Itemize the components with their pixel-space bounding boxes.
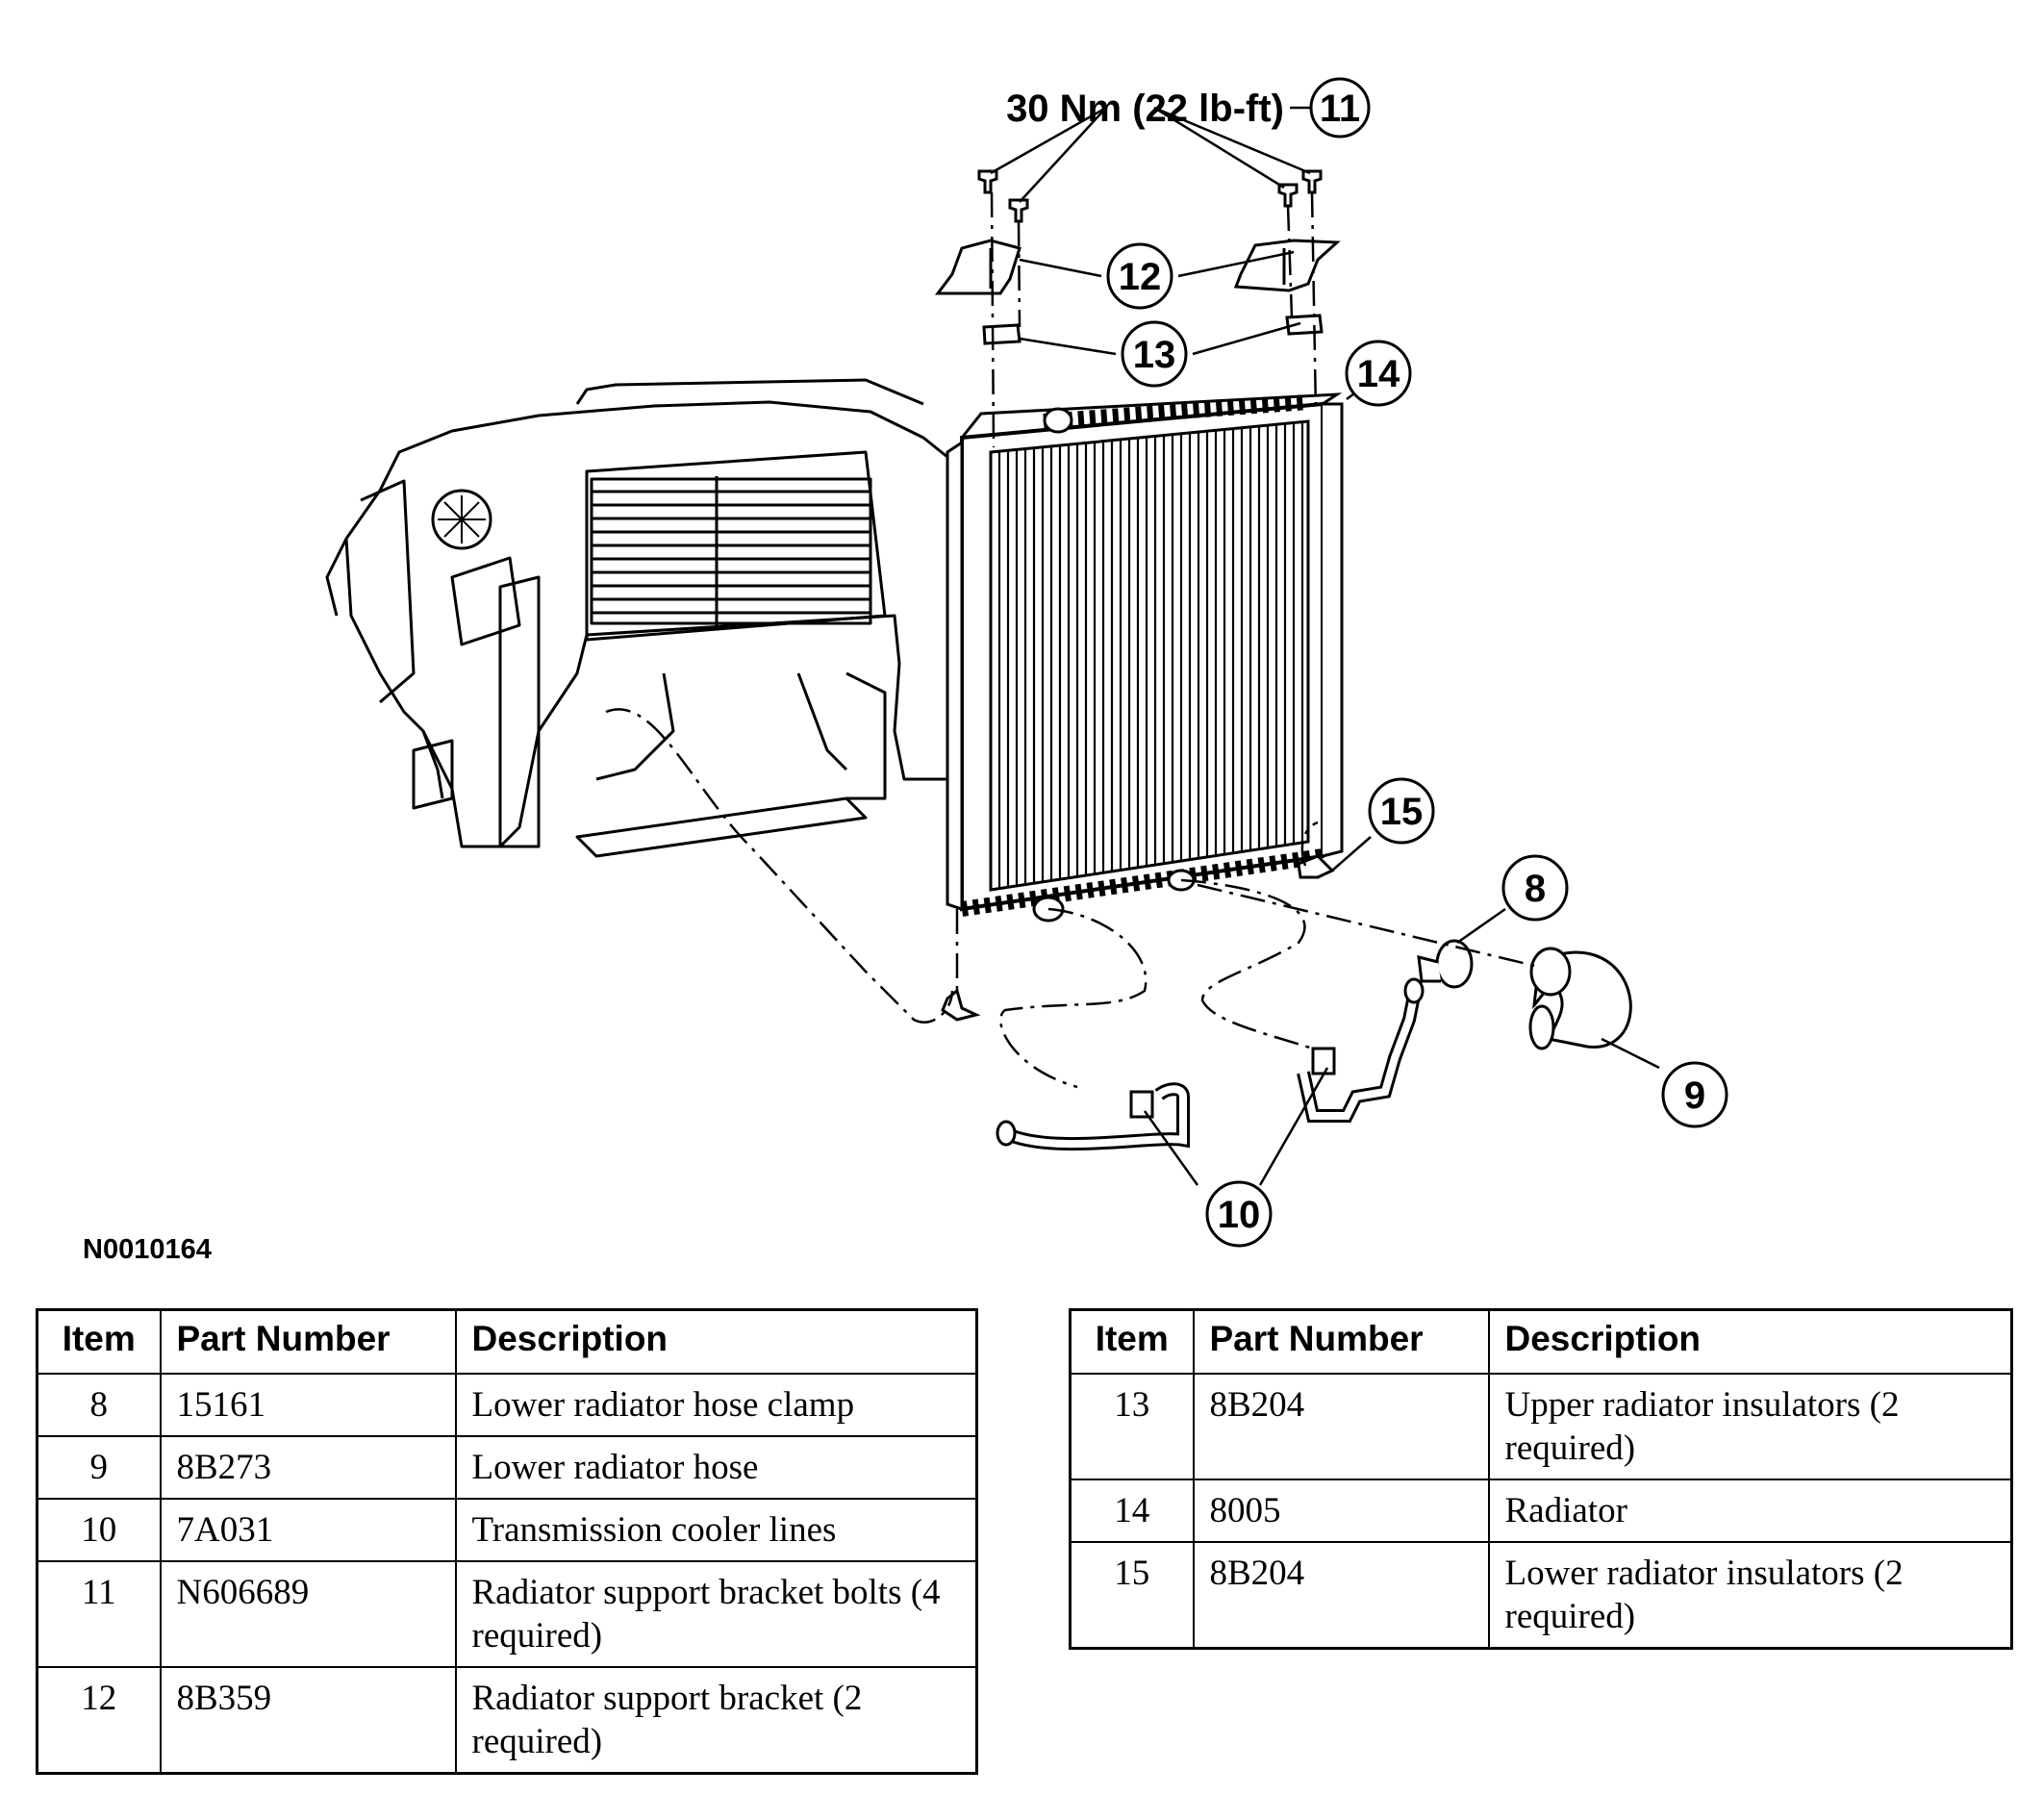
item-cell: 11	[36, 1560, 162, 1668]
callout-14: 14	[1345, 340, 1412, 407]
description-cell: Radiator support bracket bolts (4 requir…	[454, 1560, 978, 1668]
transmission-cooler-line-icon	[996, 977, 1425, 1151]
item-cell: 9	[36, 1435, 162, 1500]
callout-13-label: 13	[1133, 334, 1176, 376]
callout-11: 11	[1309, 77, 1371, 139]
exploded-view-diagram: 11 12 13 14 15 8 9 10 30 Nm	[325, 77, 1728, 1248]
description-cell: Radiator	[1487, 1479, 2013, 1543]
callout-15: 15	[1368, 777, 1435, 845]
part-number-cell: 7A031	[159, 1498, 457, 1562]
header-description: Description	[454, 1308, 978, 1375]
header-part-number: Part Number	[1192, 1308, 1490, 1375]
header-part-number: Part Number	[159, 1308, 457, 1375]
table-row: 8 15161 Lower radiator hose clamp	[36, 1373, 978, 1437]
table-row: 13 8B204 Upper radiator insulators (2 re…	[1069, 1373, 2013, 1480]
part-number-cell: 8005	[1192, 1479, 1490, 1543]
table-row: 9 8B273 Lower radiator hose	[36, 1435, 978, 1500]
callout-13: 13	[1121, 320, 1188, 388]
part-number-cell: 8B359	[159, 1666, 457, 1775]
part-number-cell: 8B273	[159, 1435, 457, 1500]
table-row: 14 8005 Radiator	[1069, 1479, 2013, 1543]
table-row: 12 8B359 Radiator support bracket (2 req…	[36, 1666, 978, 1775]
table-row: 10 7A031 Transmission cooler lines	[36, 1498, 978, 1562]
item-cell: 8	[36, 1373, 162, 1437]
table-row: 11 N606689 Radiator support bracket bolt…	[36, 1560, 978, 1668]
table-header-row: Item Part Number Description	[36, 1308, 978, 1375]
parts-table-right: Item Part Number Description 13 8B204 Up…	[1069, 1308, 2013, 1650]
callout-15-label: 15	[1380, 791, 1424, 833]
description-cell: Upper radiator insulators (2 required)	[1487, 1373, 2013, 1480]
table-header-row: Item Part Number Description	[1069, 1308, 2013, 1375]
item-cell: 15	[1069, 1541, 1195, 1650]
description-cell: Lower radiator insulators (2 required)	[1487, 1541, 2013, 1650]
insulator-icon	[941, 314, 1335, 1022]
item-cell: 10	[36, 1498, 162, 1562]
radiator-support-icon	[325, 378, 964, 858]
part-number-cell: 8B204	[1192, 1541, 1490, 1650]
item-cell: 13	[1069, 1373, 1195, 1480]
description-cell: Lower radiator hose	[454, 1435, 978, 1500]
item-cell: 12	[36, 1666, 162, 1775]
callout-10: 10	[1205, 1180, 1273, 1248]
lower-radiator-hose-icon	[1528, 947, 1632, 1050]
alignment-lines	[605, 191, 1540, 1089]
header-item: Item	[1069, 1308, 1195, 1375]
callout-8: 8	[1501, 854, 1569, 922]
leader-lines	[990, 106, 1660, 1186]
part-number-cell: 15161	[159, 1373, 457, 1437]
radiator-icon	[946, 392, 1344, 923]
callout-9: 9	[1661, 1061, 1728, 1128]
part-number-cell: 8B204	[1192, 1373, 1490, 1480]
figure-id: N0010164	[83, 1234, 212, 1265]
callout-12: 12	[1106, 242, 1173, 310]
parts-table-left: Item Part Number Description 8 15161 Low…	[36, 1308, 978, 1775]
hose-clamp-icon	[1417, 939, 1474, 989]
part-number-cell: N606689	[159, 1560, 457, 1668]
table-row: 15 8B204 Lower radiator insulators (2 re…	[1069, 1541, 2013, 1650]
callout-9-label: 9	[1684, 1074, 1705, 1117]
callout-8-label: 8	[1525, 868, 1546, 910]
callout-12-label: 12	[1119, 256, 1162, 298]
support-bracket-icon	[935, 239, 1341, 295]
description-cell: Radiator support bracket (2 required)	[454, 1666, 978, 1775]
header-item: Item	[36, 1308, 162, 1375]
description-cell: Lower radiator hose clamp	[454, 1373, 978, 1437]
header-description: Description	[1487, 1308, 2013, 1375]
bolt-icon	[977, 169, 1323, 223]
item-cell: 14	[1069, 1479, 1195, 1543]
callout-10-label: 10	[1218, 1194, 1261, 1236]
callout-14-label: 14	[1357, 353, 1400, 395]
description-cell: Transmission cooler lines	[454, 1498, 978, 1562]
torque-spec-label: 30 Nm (22 lb-ft)	[1006, 88, 1284, 130]
callout-11-label: 11	[1320, 88, 1360, 130]
